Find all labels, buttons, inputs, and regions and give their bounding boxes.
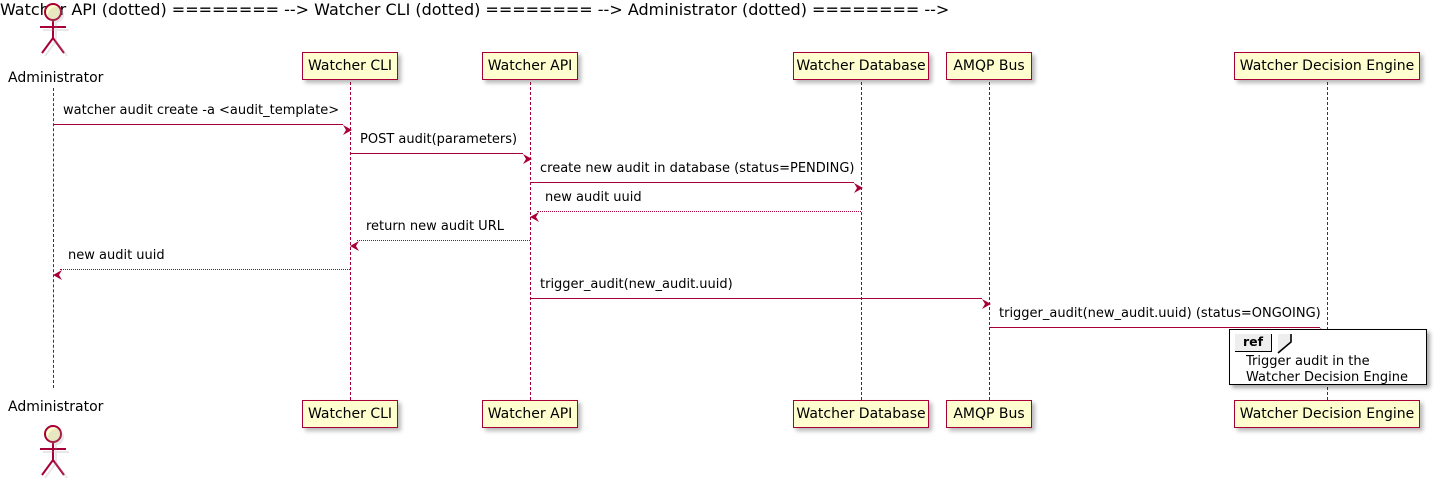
message-label-1: watcher audit create -a <audit_template> [63,103,340,118]
lifeline-watcher-database [861,82,862,400]
lifeline-amqp-bus [989,82,990,400]
message-line-5 [357,240,530,241]
participant-label: Watcher CLI [307,58,393,74]
message-label-5: return new audit URL [366,219,504,234]
participant-watcher-cli-top[interactable]: Watcher CLI [302,52,398,80]
actor-label-administrator-top: Administrator [8,70,104,86]
participant-label: AMQP Bus [953,406,1025,422]
participant-watcher-database-bottom[interactable]: Watcher Database [793,400,929,428]
ref-fragment-body-line-1: Trigger audit in the [1246,354,1370,369]
participant-label: Watcher Decision Engine [1239,58,1415,74]
lifeline-watcher-api [530,82,531,400]
ref-keyword-label: ref [1243,334,1264,350]
ref-fragment[interactable]: ref Trigger audit in the Watcher Decisio… [1229,329,1427,385]
participant-watcher-api-bottom[interactable]: Watcher API [482,400,578,428]
actor-administrator-bottom-icon [33,424,73,479]
participant-label: Watcher Database [796,406,926,422]
message-label-7: trigger_audit(new_audit.uuid) [540,277,733,292]
participant-label: Watcher CLI [307,406,393,422]
message-line-8 [989,327,1320,328]
participant-watcher-decision-engine-top[interactable]: Watcher Decision Engine [1234,52,1420,80]
participant-label: Watcher Decision Engine [1239,406,1415,422]
message-line-7 [530,298,982,299]
participant-label: AMQP Bus [953,58,1025,74]
participant-label: Watcher Database [796,58,926,74]
message-line-2 [350,153,523,154]
message-line-4 [537,211,861,212]
message-line-1 [53,124,343,125]
ref-fragment-body-line-2: Watcher Decision Engine [1246,370,1408,385]
participant-amqp-bus-bottom[interactable]: AMQP Bus [946,400,1032,428]
message-label-8: trigger_audit(new_audit.uuid) (status=ON… [999,306,1321,321]
message-label-4: new audit uuid [545,190,642,205]
participant-amqp-bus-top[interactable]: AMQP Bus [946,52,1032,80]
message-label-2: POST audit(parameters) [360,132,518,147]
lifeline-watcher-cli [350,82,351,400]
message-label-3: create new audit in database (status=PEN… [540,161,855,176]
participant-label: Watcher API [487,406,573,422]
ref-fragment-keyword-tab: ref [1235,334,1273,352]
lifeline-watcher-decision-engine [1327,82,1328,400]
actor-administrator-top-icon [33,2,73,57]
message-line-6 [60,269,350,270]
actor-label-administrator-bottom: Administrator [8,399,104,415]
participant-label: Watcher API [487,58,573,74]
message-line-3 [530,182,854,183]
participant-watcher-api-top[interactable]: Watcher API [482,52,578,80]
message-label-6: new audit uuid [68,248,165,263]
lifeline-administrator [53,88,54,388]
participant-watcher-cli-bottom[interactable]: Watcher CLI [302,400,398,428]
participant-watcher-database-top[interactable]: Watcher Database [793,52,929,80]
participant-watcher-decision-engine-bottom[interactable]: Watcher Decision Engine [1234,400,1420,428]
